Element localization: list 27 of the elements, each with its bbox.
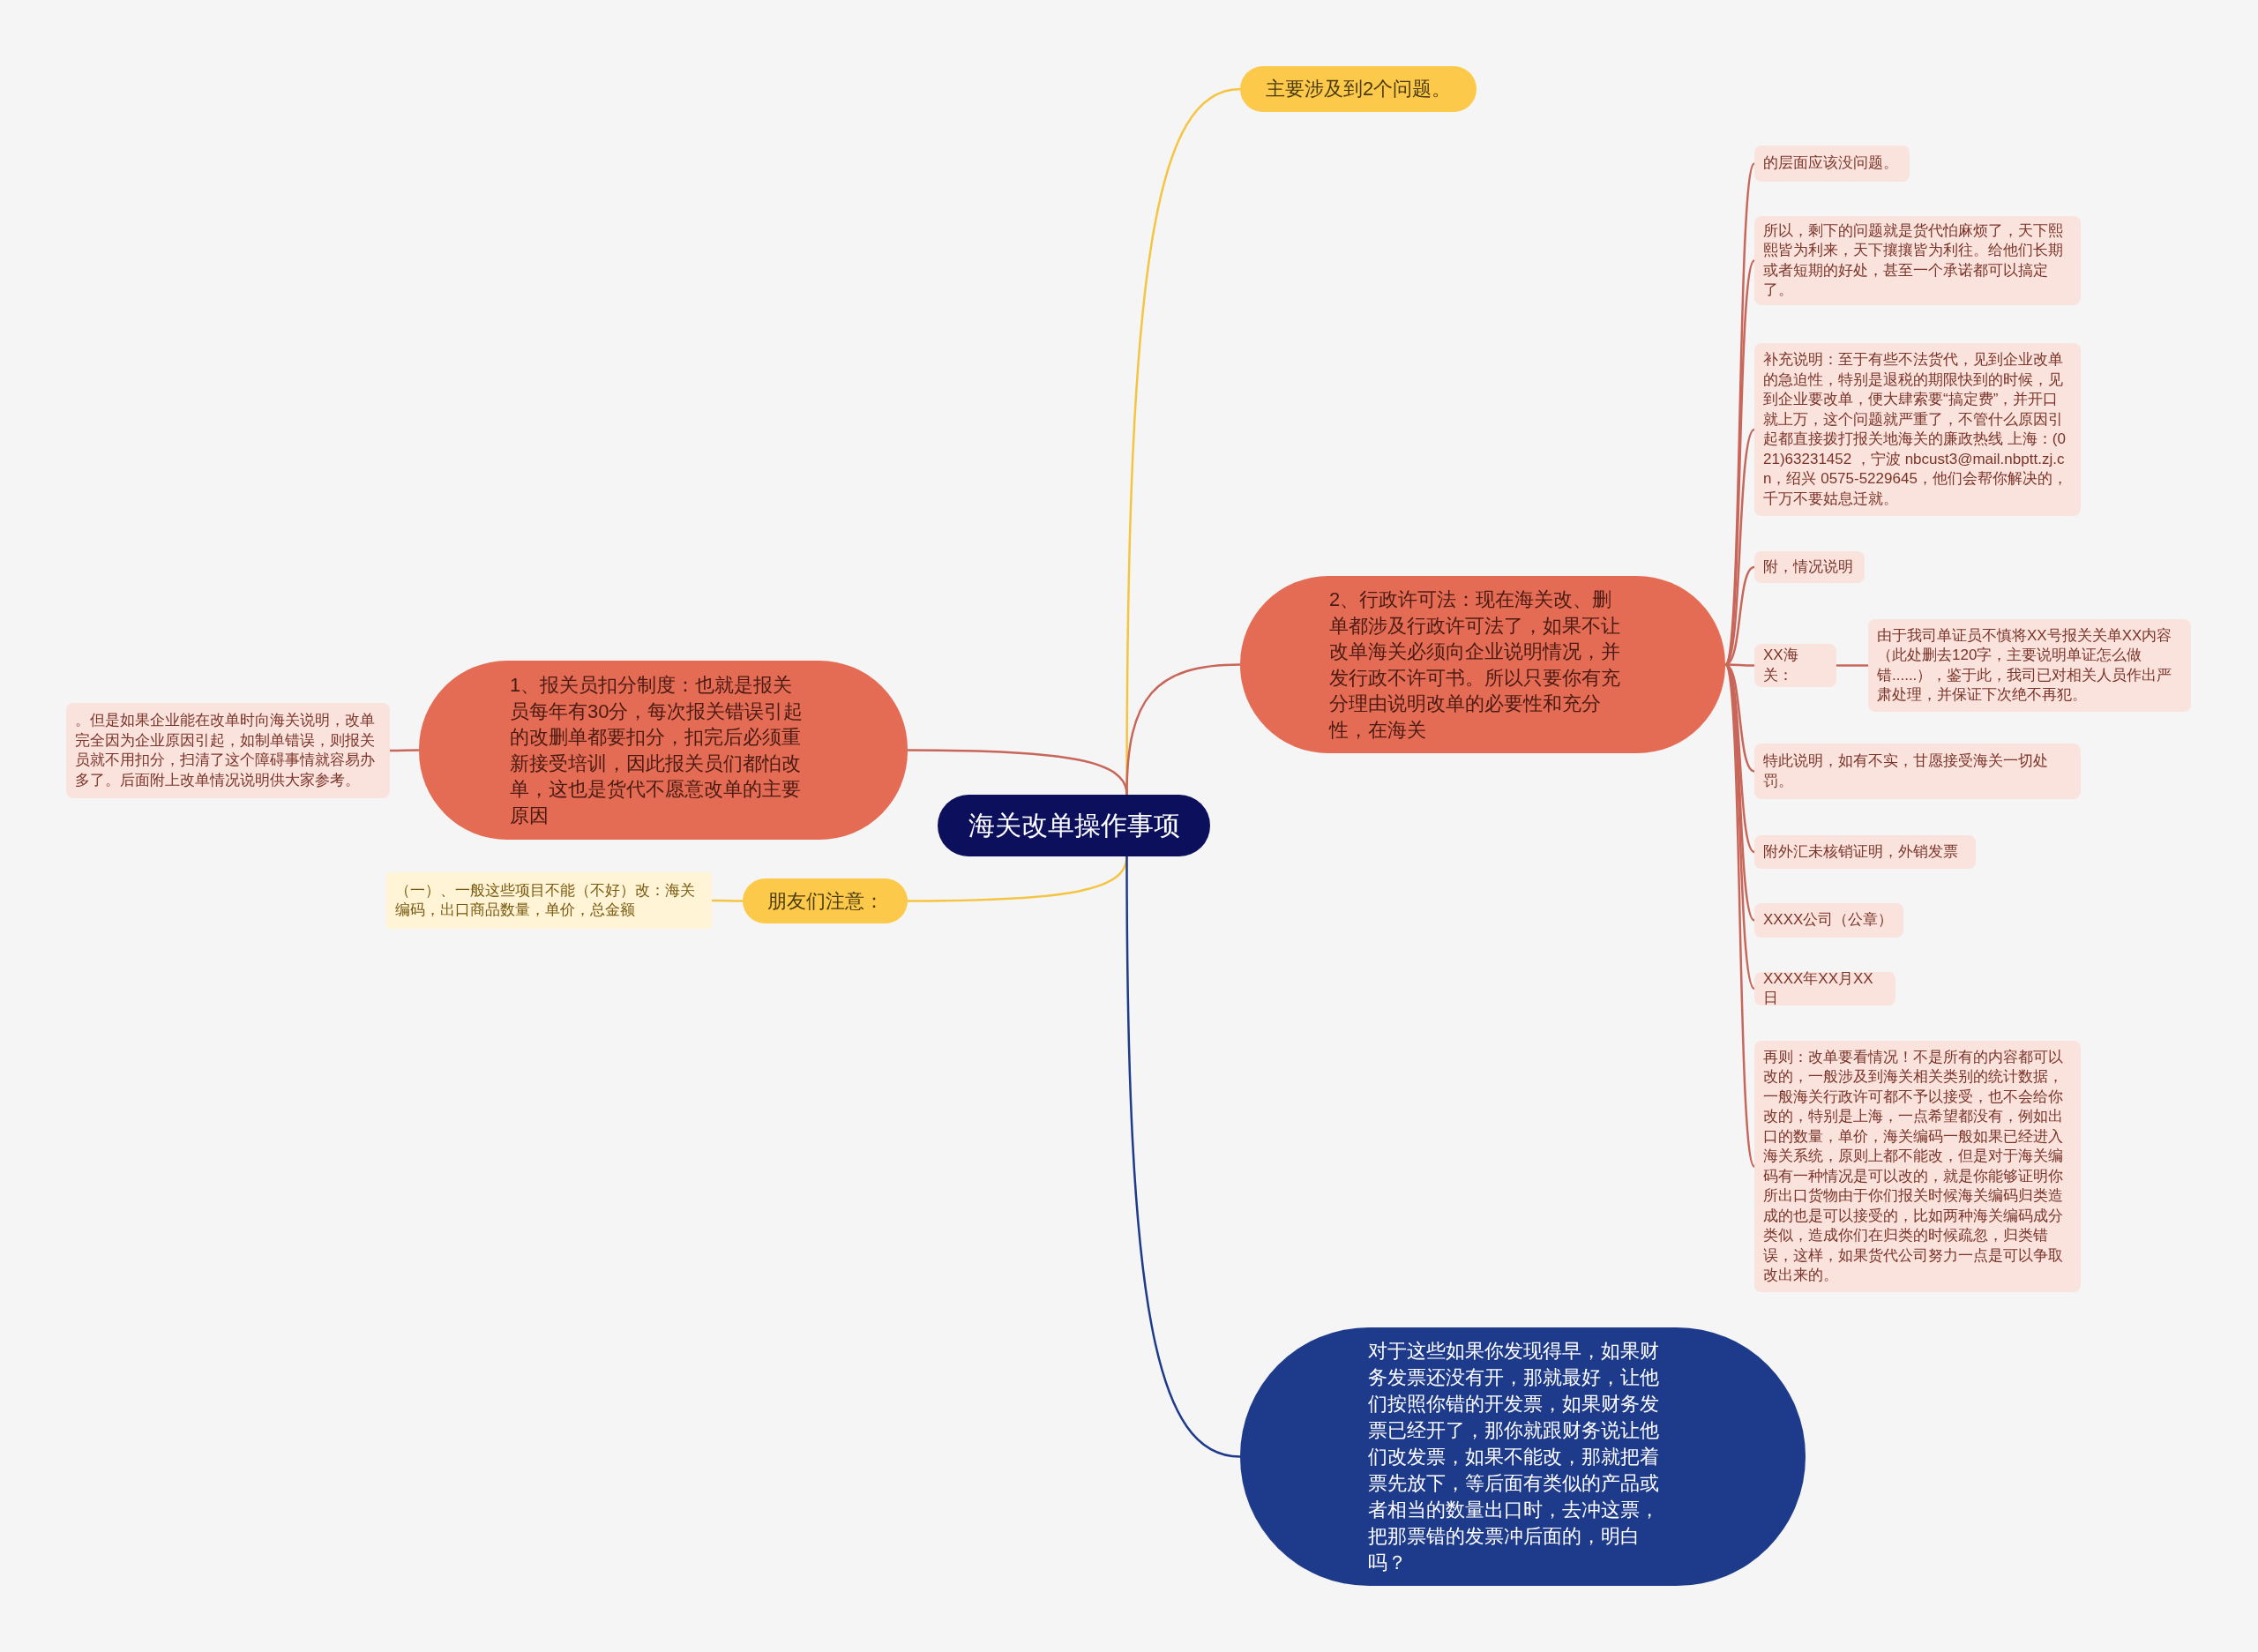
note-card: 特此说明，如有不实，甘愿接受海关一切处罚。 [1754,744,2081,799]
note-card: XX海关： [1754,644,1836,687]
topic-pill: 对于这些如果你发现得早，如果财务发票还没有开，那就最好，让他们按照你错的开发票，如果财务发票已经开了，那你就跟财务说让他们改发票，如果不能改，那就把着票先放下，等后面有类似的产品或者相当的数量出口时，去冲这票，把那票错的发票冲后面的，明白吗？ [1240,1327,1806,1586]
connector-line [712,899,743,902]
note-card: XXXX公司（公章） [1754,903,1903,938]
connector-line [908,749,1128,796]
topic-pill: 1、报关员扣分制度：也就是报关员每年有30分，每次报关错误引起的改删单都要扣分，扣完后必须重新接受培训，因此报关员们都怕改单，这也是货代不愿意改单的主要原因 [419,661,908,840]
note-card: 的层面应该没问题。 [1754,146,1910,182]
connector-line [1725,663,1754,667]
note-card: 补充说明：至于有些不法货代，见到企业改单的急迫性，特别是退税的期限快到的时候，见到企业要改单，便大肆索要“搞定费”，并开口就上万，这个问题就严重了，不管什么原因引起都直接拨打报关地海关的廉政热线 上海：(021)63231452 ，宁波 nbcust3@mail.nbptt.zj.cn，绍兴 0575-5229645，他们会帮你解决的，千万不要姑息迁就。 [1754,343,2081,516]
central-topic: 海关改单操作事项 [938,795,1210,856]
note-card: 附外汇未核销证明，外销发票 [1754,835,1976,869]
connector-line [1723,163,1756,665]
note-card: 再则：改单要看情况！不是所有的内容都可以改的，一般涉及到海关相关类别的统计数据，一般海关行政许可都不予以接受，也不会给你改的，特别是上海，一点希望都没有，例如出口的数量，单价，海关编码一般如果已经进入海关系统，原则上都不能改，但是对于海关编码有一种情况是可以改的，就是你能够证明你所出口货物由于你们报关时候海关编码归类造成的也是可以接受的，比如两种海关编码成分类似，造成你们在归类的时候疏忽，归类错误，这样，如果货代公司努力一点是可以争取改出来的。 [1754,1041,2081,1292]
connector-line [1125,856,1241,1458]
topic-pill: 朋友们注意： [743,878,908,923]
connector-line [1836,664,1868,667]
note-card: XXXX年XX月XX日 [1754,972,1895,1005]
note-card: （一）、一般这些项目不能（不好）改：海关编码，出口商品数量，单价，总金额 [386,872,712,929]
topic-pill: 2、行政许可法：现在海关改、删单都涉及行政许可法了，如果不让改单海关必须向企业说明情况，并发行政不许可书。所以只要你有充分理由说明改单的必要性和充分性，在海关 [1240,576,1725,753]
topic-pill: 主要涉及到2个问题。 [1240,66,1477,112]
connector-line [1723,664,1756,1167]
note-card: 由于我司单证员不慎将XX号报关关单XX内容（此处删去120字，主要说明单证怎么做错......），鉴于此，我司已对相关人员作出严肃处理，并保证下次绝不再犯。 [1868,619,2191,712]
connector-line [390,749,419,752]
note-card: 所以，剩下的问题就是货代怕麻烦了，天下熙熙皆为利来，天下攘攘皆为利往。给他们长期或者短期的好处，甚至一个承诺都可以搞定了。 [1754,216,2081,305]
note-card: 。但是如果企业能在改单时向海关说明，改单完全因为企业原因引起，如制单错误，则报关员就不用扣分，扫清了这个障碍事情就容易办多了。后面附上改单情况说明供大家参考。 [66,703,390,798]
note-card: 附，情况说明 [1754,551,1865,583]
